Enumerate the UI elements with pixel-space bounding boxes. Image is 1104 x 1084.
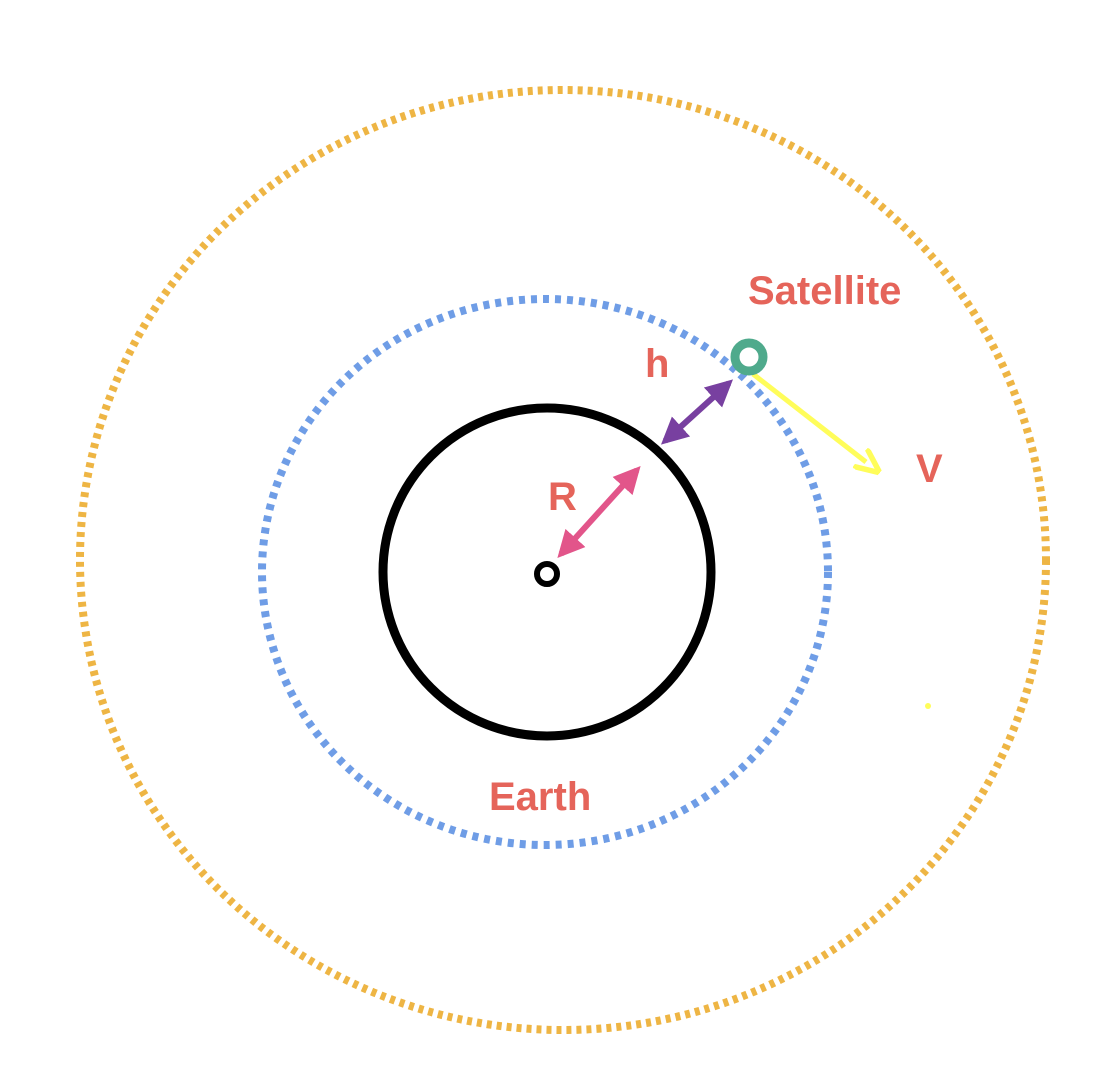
outer-orbit	[76, 86, 1050, 1034]
radius-label: R	[548, 475, 577, 519]
satellite-icon	[730, 338, 768, 376]
height-label: h	[645, 342, 669, 386]
radius-arrow	[557, 465, 641, 559]
satellite-label: Satellite	[748, 269, 901, 313]
earth-circle	[378, 403, 716, 741]
height-arrow	[660, 379, 734, 445]
earth-label: Earth	[489, 775, 591, 819]
inner-orbit	[258, 295, 832, 849]
velocity-arrow	[751, 372, 866, 462]
earth-center-point	[534, 561, 560, 587]
yellow-dot	[925, 703, 931, 709]
velocity-label: V	[916, 447, 943, 491]
